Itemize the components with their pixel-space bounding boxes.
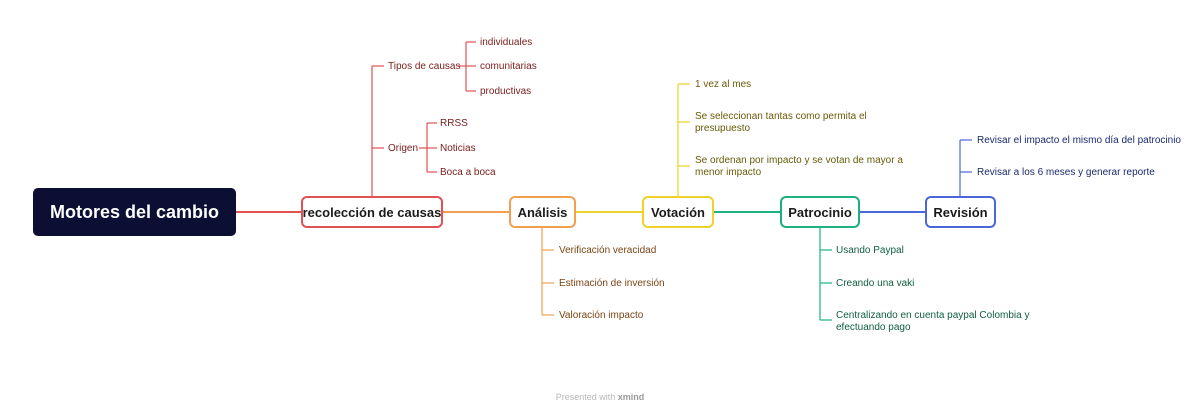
- leaf-line: efectuando pago: [836, 322, 911, 333]
- leaf-line: Se ordenan por impacto y se votan de may…: [695, 155, 903, 166]
- topic-revision[interactable]: Revisión: [925, 196, 996, 228]
- leaf-se-ordenan-por-impacto[interactable]: Se ordenan por impacto y se votan de may…: [695, 155, 903, 179]
- leaf-noticias[interactable]: Noticias: [440, 143, 476, 154]
- leaf-line: menor impacto: [695, 167, 762, 178]
- revision-branch-lines: [959, 139, 972, 196]
- topic-votacion[interactable]: Votación: [642, 196, 714, 228]
- leaf-verificacion-veracidad[interactable]: Verificación veracidad: [559, 245, 657, 256]
- leaf-centralizando-en-cuenta-paypal[interactable]: Centralizando en cuenta paypal Colombia …: [836, 310, 1029, 334]
- presented-with-footer: Presented with xmind: [0, 392, 1200, 402]
- leaf-line: Centralizando en cuenta paypal Colombia …: [836, 310, 1030, 321]
- patrocinio-branch-lines: [819, 228, 832, 321]
- topic-patrocinio[interactable]: Patrocinio: [780, 196, 860, 228]
- leaf-individuales[interactable]: individuales: [480, 37, 533, 48]
- subtopic-tipos-de-causas[interactable]: Tipos de causas: [388, 61, 461, 72]
- leaf-creando-una-vaki[interactable]: Creando una vaki: [836, 278, 915, 289]
- subtopic-origen[interactable]: Origen: [388, 143, 419, 154]
- leaf-rrss[interactable]: RRSS: [440, 118, 468, 129]
- leaf-boca-a-boca[interactable]: Boca a boca: [440, 167, 496, 178]
- leaf-revisar-a-los-6-meses[interactable]: Revisar a los 6 meses y generar reporte: [977, 167, 1155, 178]
- leaf-comunitarias[interactable]: comunitarias: [480, 61, 537, 72]
- root-topic-motores-del-cambio[interactable]: Motores del cambio: [33, 188, 236, 236]
- topic-analisis[interactable]: Análisis: [509, 196, 576, 228]
- leaf-productivas[interactable]: productivas: [480, 86, 532, 97]
- xmind-brand: xmind: [617, 392, 645, 402]
- analisis-branch-lines: [541, 228, 554, 316]
- leaf-estimacion-de-inversion[interactable]: Estimación de inversión: [559, 278, 665, 289]
- leaf-usando-paypal[interactable]: Usando Paypal: [836, 245, 904, 256]
- leaf-se-seleccionan-tantas[interactable]: Se seleccionan tantas como permita el pr…: [695, 111, 867, 135]
- topic-recoleccion-de-causas[interactable]: recolección de causas: [301, 196, 443, 228]
- leaf-line: presupuesto: [695, 123, 751, 134]
- votacion-branch-lines: [677, 83, 690, 196]
- leaf-line: Se seleccionan tantas como permita el: [695, 111, 867, 122]
- leaf-valoracion-impacto[interactable]: Valoración impacto: [559, 310, 644, 321]
- leaf-revisar-impacto-mismo-dia[interactable]: Revisar el impacto el mismo día del patr…: [977, 135, 1181, 146]
- leaf-1-vez-al-mes[interactable]: 1 vez al mes: [695, 79, 752, 90]
- recoleccion-branch-lines: [371, 41, 476, 196]
- footer-prefix: Presented with: [555, 392, 616, 402]
